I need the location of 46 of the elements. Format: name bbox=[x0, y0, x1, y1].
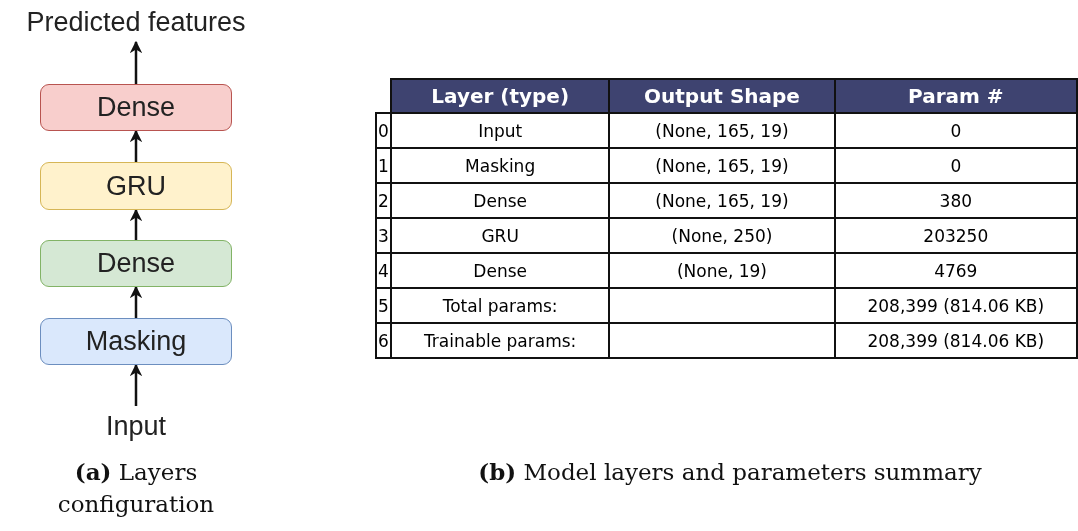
arrow bbox=[129, 129, 143, 162]
table-cell: Total params: bbox=[391, 288, 610, 323]
table-cell: (None, 250) bbox=[609, 218, 835, 253]
arrow bbox=[129, 208, 143, 240]
row-index-cell: 0 bbox=[376, 113, 391, 148]
table-cell: 0 bbox=[834, 113, 1077, 148]
row-index-cell: 6 bbox=[376, 323, 391, 358]
header-cell: Param # bbox=[834, 79, 1077, 113]
caption: (b) Model layers and parameters summary bbox=[477, 457, 983, 487]
table-cell: 203250 bbox=[834, 218, 1077, 253]
header-cell: Output Shape bbox=[609, 79, 835, 113]
table-cell: Dense bbox=[391, 183, 610, 218]
layer-name: Dense bbox=[96, 248, 175, 279]
table-cell: (None, 19) bbox=[609, 253, 835, 288]
layer-box bbox=[40, 240, 232, 287]
table-cell: Trainable params: bbox=[391, 323, 610, 358]
table-cell: 380 bbox=[834, 183, 1077, 218]
table-cell: GRU bbox=[391, 218, 610, 253]
row-index-cell: 1 bbox=[376, 148, 391, 183]
table-cell: 4769 bbox=[834, 253, 1077, 288]
caption: (a) Layers configuration bbox=[56, 457, 216, 520]
layer-name: Masking bbox=[85, 326, 187, 357]
layer-name: GRU bbox=[106, 170, 166, 202]
header-cell: Layer (type) bbox=[391, 79, 610, 113]
row-index-cell: 4 bbox=[376, 253, 391, 288]
table-cell: Input bbox=[391, 113, 610, 148]
node-text: Input bbox=[105, 406, 167, 446]
layer-box bbox=[40, 84, 232, 131]
row-index-cell: 3 bbox=[376, 218, 391, 253]
layer-box bbox=[40, 318, 232, 365]
layer-box bbox=[40, 162, 232, 210]
table-cell: 0 bbox=[834, 148, 1077, 183]
table-cell: 208,399 (814.06 KB) bbox=[834, 288, 1077, 323]
row-index-cell: 2 bbox=[376, 183, 391, 218]
arrow bbox=[129, 285, 143, 318]
layer-name: Dense bbox=[96, 92, 175, 123]
table-cell: Dense bbox=[391, 253, 610, 288]
table-cell: 208,399 (814.06 KB) bbox=[834, 323, 1077, 358]
arrow bbox=[129, 363, 143, 406]
arrow bbox=[129, 40, 143, 84]
table-cell: (None, 165, 19) bbox=[609, 113, 835, 148]
table-cell: Masking bbox=[391, 148, 610, 183]
row-index-cell: 5 bbox=[376, 288, 391, 323]
table-cell: (None, 165, 19) bbox=[609, 183, 835, 218]
node-text: Predicted features bbox=[26, 2, 246, 42]
table-cell: (None, 165, 19) bbox=[609, 148, 835, 183]
